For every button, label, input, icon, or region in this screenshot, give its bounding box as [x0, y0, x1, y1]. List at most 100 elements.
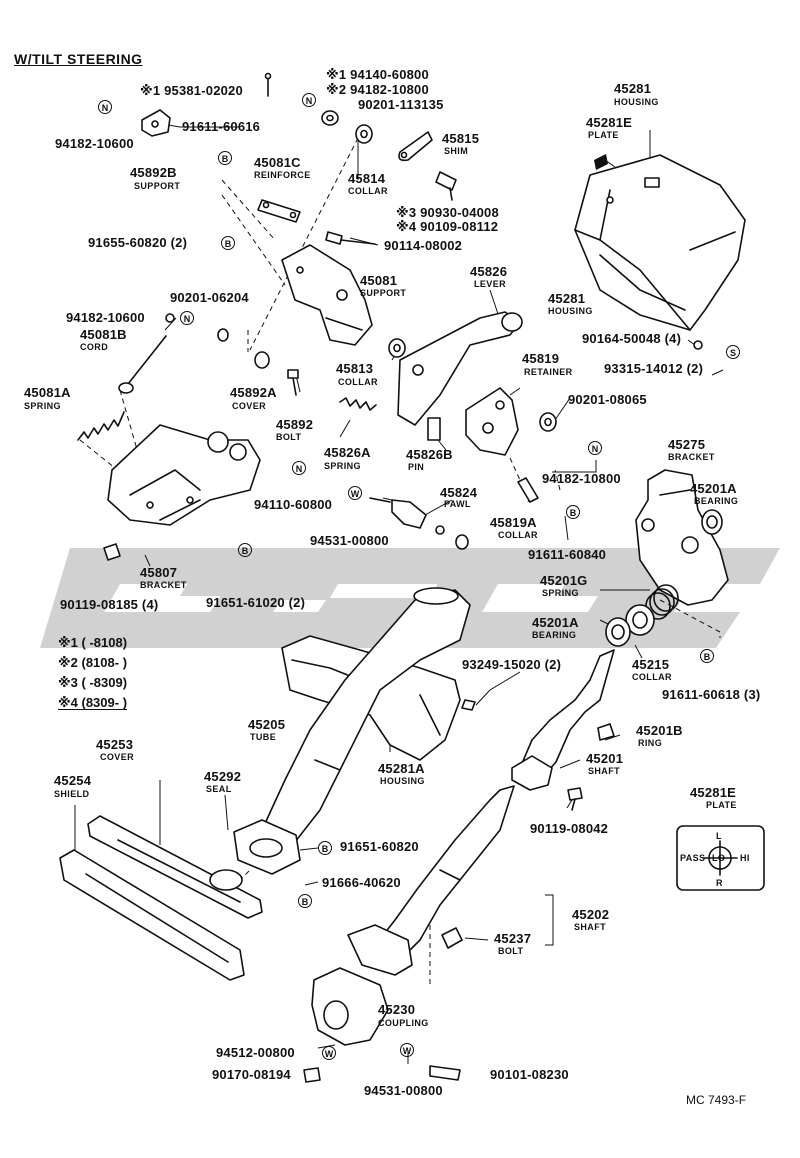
part-label-45201g: 45201G [540, 573, 588, 588]
part-label-90119-08042: 90119-08042 [530, 821, 609, 836]
part-name-support: SUPPORT [360, 288, 407, 298]
plate-mark-r: R [716, 878, 723, 888]
part-label-45281-top: 45281 [614, 81, 652, 96]
collar-45814 [355, 124, 373, 144]
part-name-housing: HOUSING [614, 97, 659, 107]
drawing-code: MC 7493-F [686, 1093, 747, 1107]
part-label-45826: 45826 [470, 264, 508, 279]
bolt-94531 [369, 497, 391, 503]
note-row-1: ※1 ( -8108) [58, 635, 128, 650]
badge-b: B [318, 840, 332, 856]
part-label-94182-10800-a: ※2 94182-10800 [326, 82, 429, 97]
part-name-bracket: BRACKET [668, 452, 715, 462]
part-label-91651-60820: 91651-60820 [340, 839, 419, 854]
badge-b: B [566, 504, 580, 520]
part-label-45819a: 45819A [490, 515, 537, 530]
nut-45824 [435, 525, 469, 550]
part-label-93249-15020: 93249-15020 (2) [462, 657, 562, 672]
part-label-45201b: 45201B [636, 723, 683, 738]
support-45081 [281, 244, 373, 346]
bolt-90114 [325, 231, 376, 245]
bolt-45237 [441, 927, 463, 949]
part-name-spring: SPRING [324, 461, 361, 471]
plate-mark-lo: LO [712, 853, 726, 863]
plate-45281e-small [594, 154, 608, 170]
part-label-45281e-top: 45281E [586, 115, 633, 130]
part-label-90119-08185: 90119-08185 (4) [60, 597, 159, 612]
part-name-spring: SPRING [24, 401, 61, 411]
collar-45813 [388, 338, 406, 358]
part-label-45201a-upper: 45201A [690, 481, 737, 496]
part-label-90101-08230: 90101-08230 [490, 1067, 569, 1082]
part-name-collar: COLLAR [498, 530, 538, 540]
part-name-cover: COVER [232, 401, 267, 411]
nut-94182 [165, 313, 175, 323]
part-label-45826a: 45826A [324, 445, 371, 460]
support-45892b [141, 109, 171, 137]
bolt-90930 [435, 171, 457, 201]
badge-n: N [292, 460, 306, 476]
part-name-ring: RING [638, 738, 663, 748]
part-label-45201: 45201 [586, 751, 624, 766]
part-label-94531-00800-a: 94531-00800 [310, 533, 389, 548]
part-label-91611-60618: 91611-60618 (3) [662, 687, 761, 702]
part-label-45081: 45081 [360, 273, 398, 288]
washer-90201-06204 [217, 328, 229, 342]
part-label-45202: 45202 [572, 907, 610, 922]
badge-w: W [348, 485, 362, 501]
reinforce-45081c [257, 199, 301, 223]
part-label-45824: 45824 [440, 485, 478, 500]
part-name-support: SUPPORT [134, 181, 181, 191]
part-label-90201-06204: 90201-06204 [170, 290, 249, 305]
collar-45215 [625, 604, 655, 636]
part-label-90201-08065: 90201-08065 [568, 392, 647, 407]
part-name-collar: COLLAR [338, 377, 378, 387]
part-label-45081a: 45081A [24, 385, 71, 400]
part-label-91611-60840: 91611-60840 [528, 547, 607, 562]
part-label-45230: 45230 [378, 1002, 416, 1017]
part-label-45813: 45813 [336, 361, 374, 376]
part-name-cord: CORD [80, 342, 109, 352]
part-name-housing: HOUSING [548, 306, 593, 316]
part-label-45814: 45814 [348, 171, 386, 186]
part-label-94182-10600-b: 94182-10600 [66, 310, 145, 325]
part-label-45275: 45275 [668, 437, 706, 452]
note-row-2: ※2 (8108- ) [58, 655, 128, 670]
bolt-45892 [287, 369, 299, 396]
bracket-45275 [635, 469, 729, 606]
part-name-shim: SHIM [444, 146, 469, 156]
part-label-45826b: 45826B [406, 447, 453, 462]
part-label-45807: 45807 [140, 565, 178, 580]
part-label-45253: 45253 [96, 737, 134, 752]
part-label-94531-00800-b: 94531-00800 [364, 1083, 443, 1098]
part-label-94512-00800: 94512-00800 [216, 1045, 295, 1060]
collar-45819a [517, 477, 539, 503]
shim-45815 [398, 131, 433, 162]
part-label-45205: 45205 [248, 717, 286, 732]
part-label-94110-60800: 94110-60800 [254, 497, 333, 512]
part-name-plate: PLATE [588, 130, 619, 140]
bolt-90101 [429, 1065, 461, 1081]
part-label-90114-08002: 90114-08002 [384, 238, 463, 253]
part-name-bolt: BOLT [276, 432, 302, 442]
part-label-45237: 45237 [494, 931, 532, 946]
part-label-45215: 45215 [632, 657, 670, 672]
bolt-95381 [264, 72, 272, 97]
part-label-45892: 45892 [276, 417, 314, 432]
part-label-90164-50048: 90164-50048 (4) [582, 331, 682, 346]
part-name-pin: PIN [408, 462, 425, 472]
part-label-91611-60616: 91611-60616 [182, 119, 261, 134]
part-label-90170-08194: 90170-08194 [212, 1067, 291, 1082]
part-name-collar: COLLAR [348, 186, 388, 196]
part-name-coupling: COUPLING [378, 1018, 429, 1028]
part-label-45892b: 45892B [130, 165, 177, 180]
badge-n: N [302, 92, 316, 108]
part-name-bolt: BOLT [498, 946, 524, 956]
part-label-45815: 45815 [442, 131, 480, 146]
part-label-45254: 45254 [54, 773, 92, 788]
part-name-shaft: SHAFT [588, 766, 620, 776]
badge-s: S [726, 344, 740, 360]
part-label-91655-60820: 91655-60820 (2) [88, 235, 188, 250]
part-label-45281-mid: 45281 [548, 291, 586, 306]
